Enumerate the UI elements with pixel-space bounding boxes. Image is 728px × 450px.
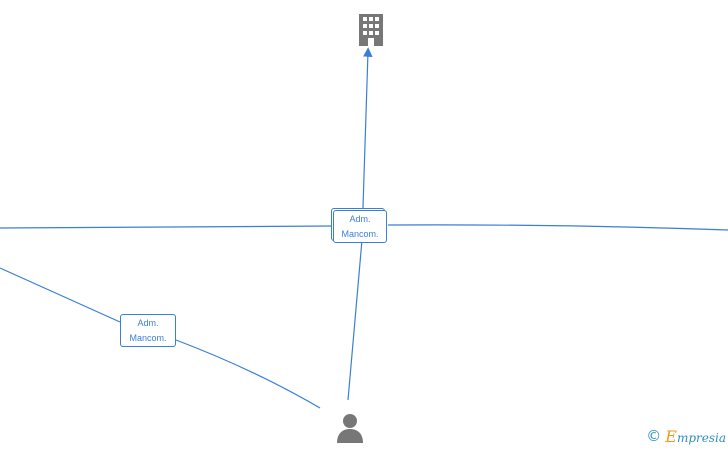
central-relation-label[interactable]: Adm. Mancom. (333, 210, 387, 243)
person-node[interactable] (334, 412, 366, 444)
central-relation-line1: Adm. (349, 214, 371, 224)
company-label: SL (346, 0, 396, 2)
person-icon (337, 414, 363, 443)
edge-diagonal-left[interactable] (0, 267, 121, 323)
edge-horizontal-right[interactable] (387, 224, 728, 231)
edge-horizontal-left[interactable] (0, 225, 334, 229)
left-relation-line2: Mancom. (129, 333, 167, 343)
left-relation-line1: Adm. (137, 318, 159, 328)
empresia-logo: Empresia (665, 426, 726, 446)
central-relation-line2: Mancom. (341, 229, 379, 239)
edge-diagonal-lower[interactable] (175, 339, 321, 409)
company-node[interactable] (356, 12, 386, 48)
building-icon (359, 14, 383, 46)
copyright-symbol: © (646, 427, 662, 445)
left-relation-label[interactable]: Adm. Mancom. (120, 314, 176, 347)
empresia-watermark: © Empresia (646, 426, 726, 446)
